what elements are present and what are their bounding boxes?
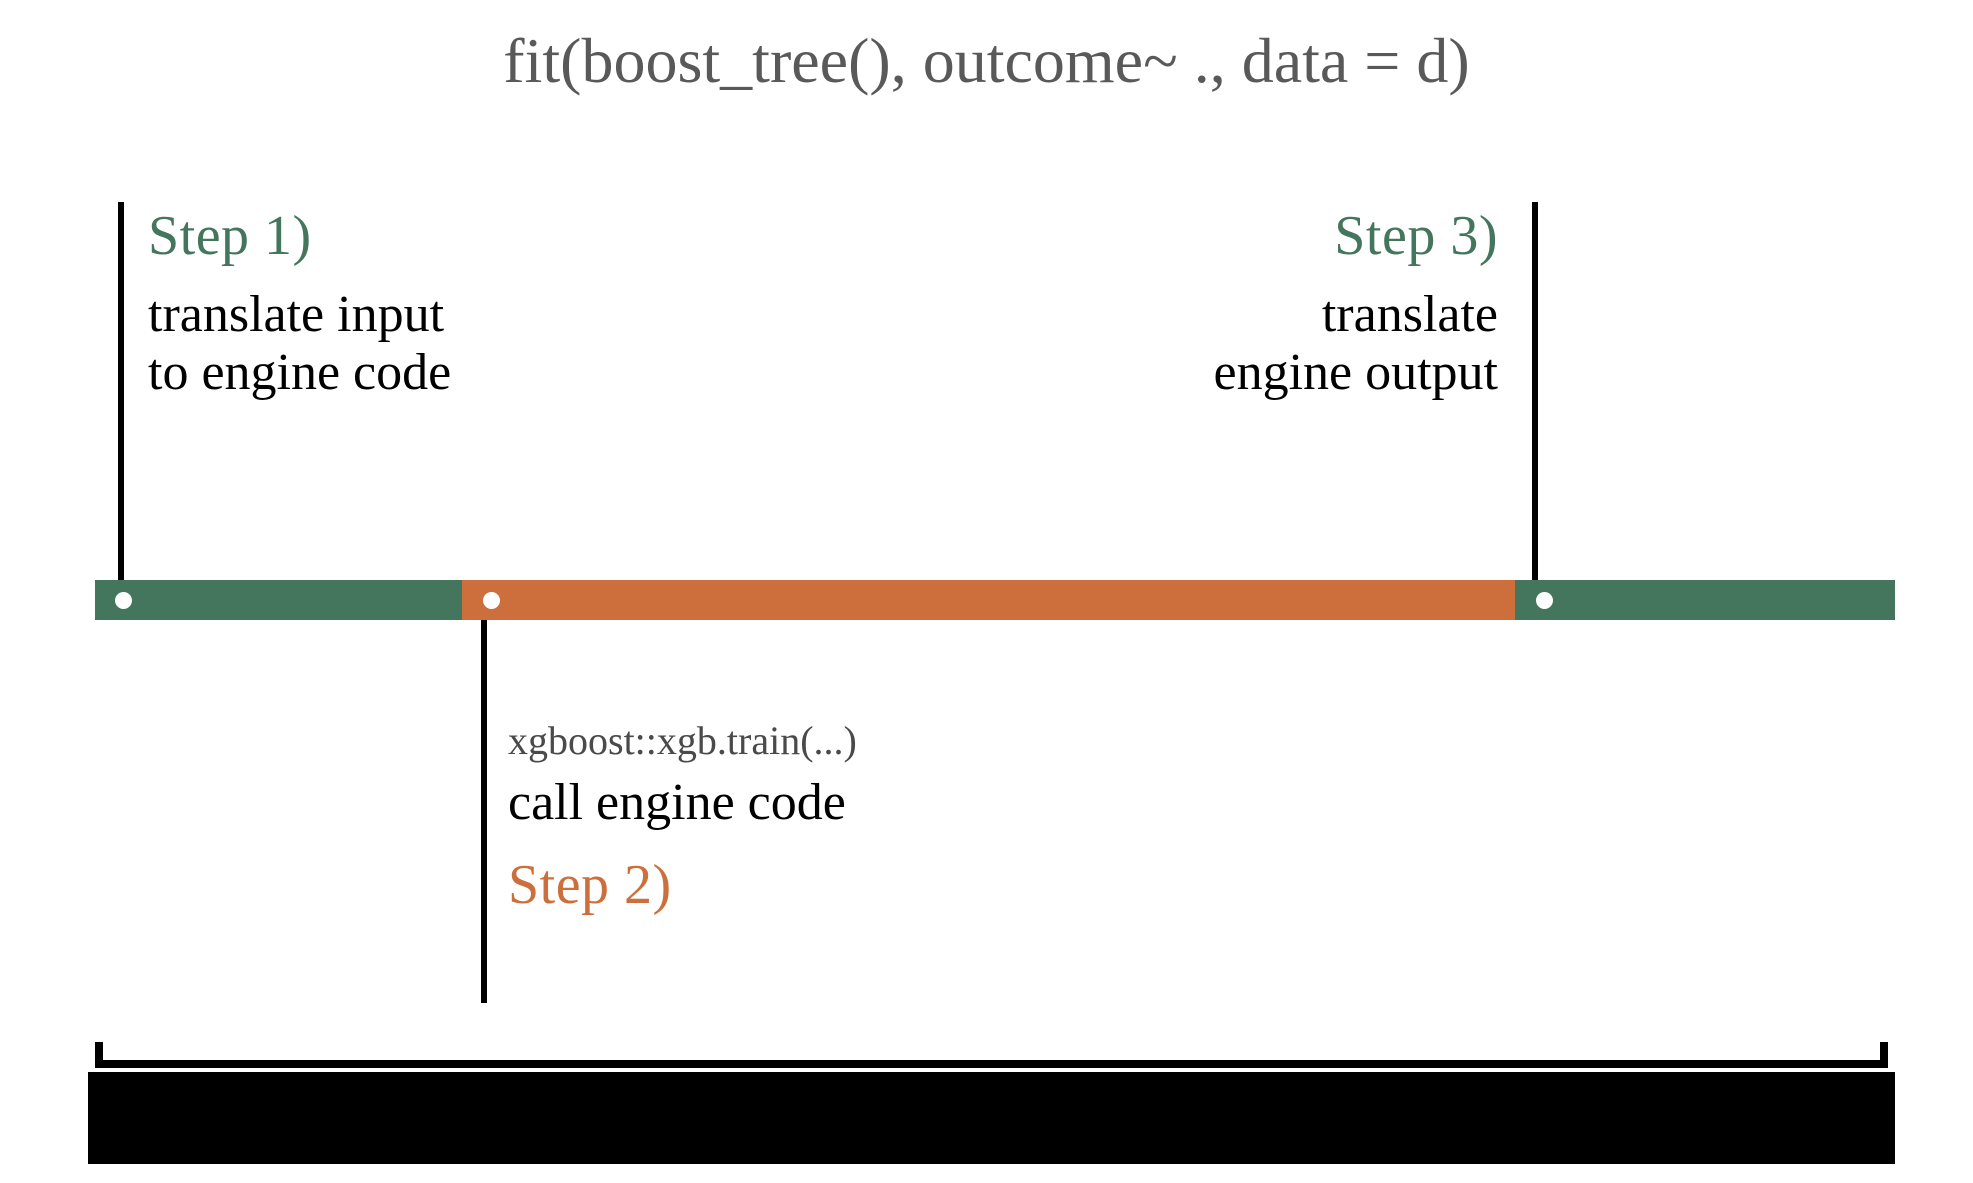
bracket-tick-right [1880,1042,1888,1068]
step-2-description: call engine code [508,774,846,831]
step-3-leader-line [1532,202,1538,582]
timeline-bar [95,580,1895,620]
step-3-annotation: Step 3) translate engine output [1213,205,1498,402]
step-1-leader-line [118,202,124,582]
total-span-bracket [95,1042,1888,1068]
step-2-annotation: xgboost::xgb.train(...) call engine code… [508,718,857,917]
bottom-total-block [88,1072,1895,1164]
page-title: fit(boost_tree(), outcome~ ., data = d) [503,25,1470,96]
timeline-marker-3 [1536,592,1553,609]
step-1-label: Step 1) [148,205,312,267]
timeline-marker-1 [115,592,132,609]
step-3-label: Step 3) [1334,205,1498,267]
step-2-leader-line [481,618,487,1003]
step-2-label: Step 2) [508,854,672,917]
timeline-segment-step-3 [1515,580,1895,620]
step-1-description: translate input to engine code [148,285,452,401]
bracket-bar [95,1060,1888,1068]
step-3-description: translate engine output [1213,285,1498,401]
timeline-marker-2 [483,592,500,609]
step-1-annotation: Step 1) translate input to engine code [148,205,451,402]
step-2-engine-call: xgboost::xgb.train(...) [508,718,857,763]
timeline-segment-step-2 [462,580,1515,620]
timeline-segment-step-1 [95,580,462,620]
bracket-tick-left [95,1042,103,1068]
